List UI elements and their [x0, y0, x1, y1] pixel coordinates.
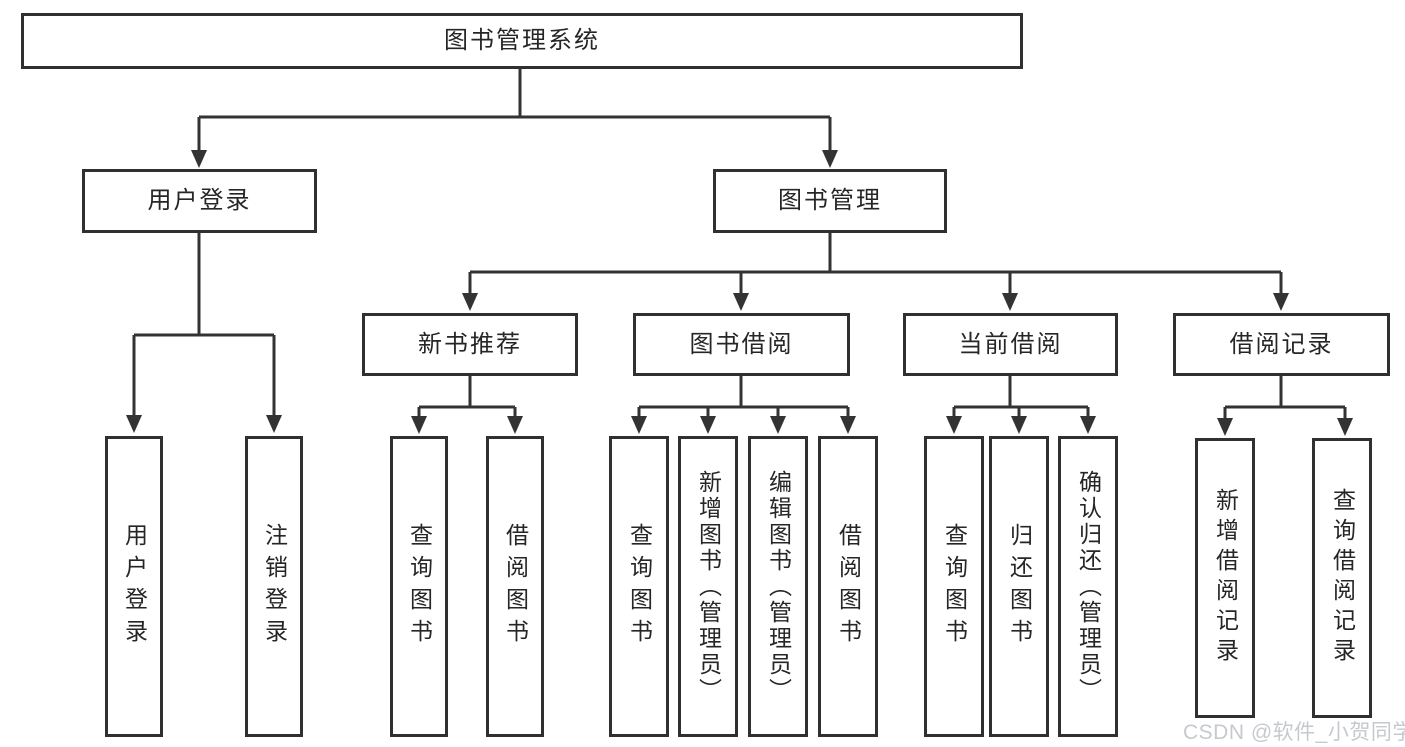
leaf-confirm-return-admin: 确认归还（管理员）	[1058, 436, 1118, 737]
leaf-borrow-book-newbooks-label: 借阅图书	[502, 522, 529, 651]
leaf-edit-book-admin: 编辑图书（管理员）	[748, 436, 808, 737]
arrowhead-leaf-edit-book	[770, 416, 786, 434]
node-borrow-records: 借阅记录	[1173, 313, 1390, 376]
node-root-label: 图书管理系统	[444, 27, 600, 54]
leaf-add-book-admin: 新增图书（管理员）	[678, 436, 738, 737]
connector-user-login-children	[132, 233, 276, 419]
node-book-borrow-label: 图书借阅	[689, 330, 794, 358]
node-new-books-label: 新书推荐	[418, 330, 522, 358]
node-book-mgmt-branch: 图书管理	[713, 169, 947, 233]
leaf-logout: 注销登录	[245, 436, 303, 737]
arrowhead-new-books	[462, 293, 478, 311]
arrowhead-leaf-logout	[266, 415, 282, 433]
arrowhead-leaf-borrow-book-2	[840, 416, 856, 434]
leaf-query-books-current-label: 查询图书	[941, 522, 968, 651]
leaf-query-books-borrow-label: 查询图书	[626, 522, 653, 651]
arrowhead-leaf-query-record	[1337, 418, 1353, 436]
arrowhead-leaf-query-books-2	[631, 416, 647, 434]
node-root: 图书管理系统	[21, 13, 1023, 69]
connector-root-to-level2	[197, 69, 832, 154]
leaf-query-books-newbooks-label: 查询图书	[406, 522, 433, 651]
leaf-query-books-borrow: 查询图书	[609, 436, 669, 737]
leaf-query-books-newbooks: 查询图书	[390, 436, 448, 737]
leaf-add-borrow-record: 新增借阅记录	[1195, 438, 1255, 718]
leaf-logout-label: 注销登录	[261, 522, 288, 651]
arrowhead-leaf-query-books-1	[411, 416, 427, 434]
arrowhead-book-mgmt-branch	[822, 150, 838, 168]
arrowhead-leaf-borrow-book-1	[507, 416, 523, 434]
connector-current-borrow-children	[952, 376, 1090, 420]
leaf-add-book-admin-label: 新增图书（管理员）	[695, 469, 722, 704]
arrowhead-leaf-confirm-return	[1080, 416, 1096, 434]
node-borrow-records-label: 借阅记录	[1229, 330, 1334, 358]
connector-borrow-records-children	[1223, 376, 1347, 422]
leaf-edit-book-admin-label: 编辑图书（管理员）	[765, 469, 792, 704]
arrowhead-leaf-query-books-3	[946, 416, 962, 434]
leaf-user-login: 用户登录	[105, 436, 163, 737]
leaf-query-books-current: 查询图书	[924, 436, 984, 737]
arrowhead-current-borrow	[1002, 293, 1018, 311]
connector-book-borrow-children	[637, 376, 850, 420]
node-user-login-branch-label: 用户登录	[147, 187, 252, 214]
leaf-return-book-label: 归还图书	[1006, 522, 1033, 651]
connector-new-books-children	[417, 376, 517, 420]
leaf-user-login-label: 用户登录	[121, 522, 148, 651]
arrowhead-leaf-user-login	[126, 415, 142, 433]
leaf-borrow-book-label: 借阅图书	[835, 522, 862, 651]
leaf-add-borrow-record-label: 新增借阅记录	[1212, 488, 1239, 668]
arrowhead-leaf-add-book	[700, 416, 716, 434]
node-book-borrow: 图书借阅	[633, 313, 850, 376]
leaf-borrow-book-newbooks: 借阅图书	[486, 436, 544, 737]
node-current-borrow: 当前借阅	[903, 313, 1118, 376]
node-book-mgmt-branch-label: 图书管理	[778, 187, 882, 214]
leaf-return-book: 归还图书	[989, 436, 1049, 737]
leaf-query-borrow-record: 查询借阅记录	[1312, 438, 1372, 718]
arrowhead-leaf-add-record	[1217, 418, 1233, 436]
node-user-login-branch: 用户登录	[82, 169, 317, 233]
leaf-borrow-book: 借阅图书	[818, 436, 878, 737]
arrowhead-borrow-records	[1273, 293, 1289, 311]
connector-book-mgmt-children	[468, 233, 1283, 297]
arrowhead-book-borrow	[733, 293, 749, 311]
csdn-watermark: CSDN @软件_小贺同学	[1183, 721, 1405, 744]
leaf-query-borrow-record-label: 查询借阅记录	[1329, 488, 1356, 668]
arrowhead-user-login-branch	[191, 150, 207, 168]
node-current-borrow-label: 当前借阅	[958, 330, 1063, 358]
leaf-confirm-return-admin-label: 确认归还（管理员）	[1075, 469, 1102, 704]
node-new-books: 新书推荐	[362, 313, 578, 376]
arrowhead-leaf-return-book	[1011, 416, 1027, 434]
